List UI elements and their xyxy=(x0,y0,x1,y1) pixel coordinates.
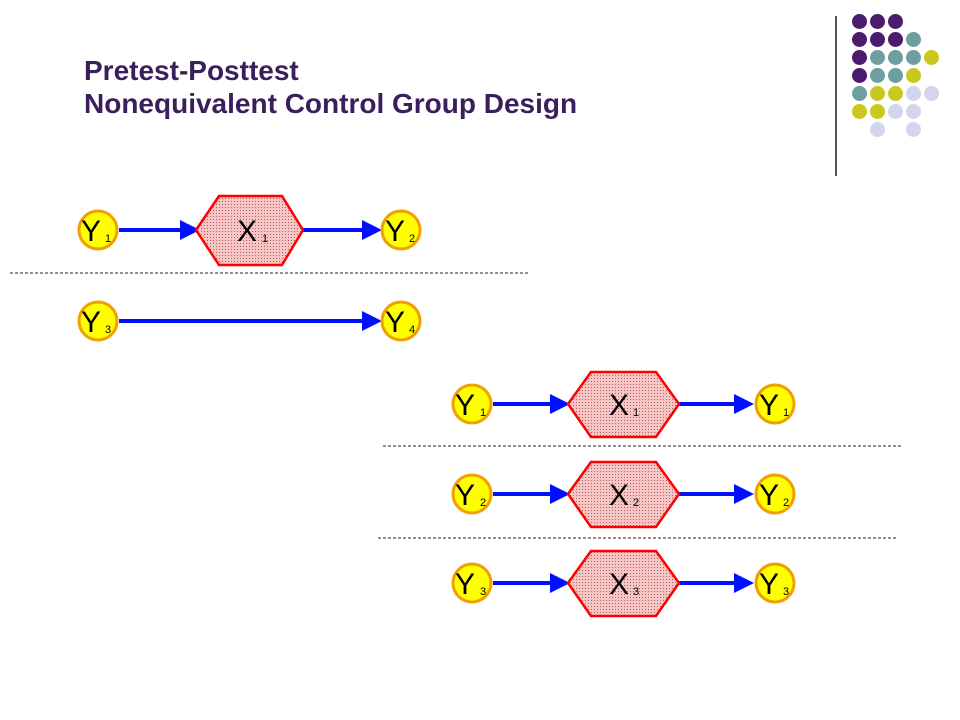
decor-dot xyxy=(888,68,903,83)
svg-text:Y: Y xyxy=(455,479,475,512)
node-top-y-pretest-1: Y 1 xyxy=(77,209,119,251)
decor-dot xyxy=(888,86,903,101)
node-bottom-3-pretest: Y 3 xyxy=(451,562,493,604)
svg-text:Y: Y xyxy=(81,306,101,339)
svg-text:Y: Y xyxy=(385,306,405,339)
treatment-bottom-2: X 2 xyxy=(566,460,681,529)
decor-dot xyxy=(870,14,885,29)
node-bottom-1-posttest: Y 1 xyxy=(754,383,796,425)
decor-dot xyxy=(870,86,885,101)
svg-text:2: 2 xyxy=(633,497,639,509)
svg-text:2: 2 xyxy=(783,497,789,509)
decor-dot xyxy=(870,32,885,47)
treatment-bottom-3: X 3 xyxy=(566,549,681,618)
node-bottom-3-posttest: Y 3 xyxy=(754,562,796,604)
svg-text:3: 3 xyxy=(105,324,111,336)
svg-text:1: 1 xyxy=(633,407,639,419)
decor-dot xyxy=(852,32,867,47)
decor-dot xyxy=(852,68,867,83)
decor-dot xyxy=(906,50,921,65)
svg-text:Y: Y xyxy=(455,568,475,601)
svg-text:2: 2 xyxy=(409,233,415,245)
slide-title: Pretest-Posttest Nonequivalent Control G… xyxy=(84,54,577,120)
treatment-bottom-1: X 1 xyxy=(566,370,681,439)
svg-text:1: 1 xyxy=(783,407,789,419)
svg-text:1: 1 xyxy=(262,233,268,245)
decor-dot xyxy=(870,122,885,137)
decor-dot xyxy=(906,68,921,83)
decor-dot xyxy=(870,104,885,119)
node-bottom-2-posttest: Y 2 xyxy=(754,473,796,515)
svg-text:X: X xyxy=(237,215,257,248)
treatment-top-x-1: X 1 xyxy=(194,194,305,267)
decor-dot xyxy=(924,50,939,65)
svg-text:Y: Y xyxy=(759,389,779,422)
node-top-y-pretest-3: Y 3 xyxy=(77,300,119,342)
svg-text:3: 3 xyxy=(480,586,486,598)
decor-dot xyxy=(870,50,885,65)
decor-dot xyxy=(924,86,939,101)
svg-text:X: X xyxy=(609,479,629,512)
svg-text:X: X xyxy=(609,568,629,601)
decor-dot xyxy=(888,50,903,65)
svg-text:3: 3 xyxy=(783,586,789,598)
decor-dot xyxy=(906,86,921,101)
svg-text:Y: Y xyxy=(759,479,779,512)
decor-dot xyxy=(852,86,867,101)
decor-dot xyxy=(888,104,903,119)
title-line-1: Pretest-Posttest xyxy=(84,55,299,86)
svg-text:4: 4 xyxy=(409,324,415,336)
svg-text:Y: Y xyxy=(455,389,475,422)
decor-dot xyxy=(906,32,921,47)
node-bottom-2-pretest: Y 2 xyxy=(451,473,493,515)
title-line-2: Nonequivalent Control Group Design xyxy=(84,88,578,119)
svg-text:Y: Y xyxy=(759,568,779,601)
decor-dot xyxy=(870,68,885,83)
svg-text:1: 1 xyxy=(480,407,486,419)
decor-dot xyxy=(888,32,903,47)
decor-dot xyxy=(906,122,921,137)
decor-dot xyxy=(888,14,903,29)
svg-text:Y: Y xyxy=(81,215,101,248)
svg-text:1: 1 xyxy=(105,233,111,245)
svg-text:X: X xyxy=(609,389,629,422)
svg-text:Y: Y xyxy=(385,215,405,248)
decor-dot xyxy=(852,14,867,29)
decor-dot xyxy=(852,50,867,65)
decor-divider-line xyxy=(835,16,837,176)
node-bottom-1-pretest: Y 1 xyxy=(451,383,493,425)
svg-text:2: 2 xyxy=(480,497,486,509)
decor-dot xyxy=(906,104,921,119)
node-top-y-posttest-4: Y 4 xyxy=(380,300,422,342)
node-top-y-posttest-2: Y 2 xyxy=(380,209,422,251)
svg-text:3: 3 xyxy=(633,586,639,598)
decor-dot xyxy=(852,104,867,119)
